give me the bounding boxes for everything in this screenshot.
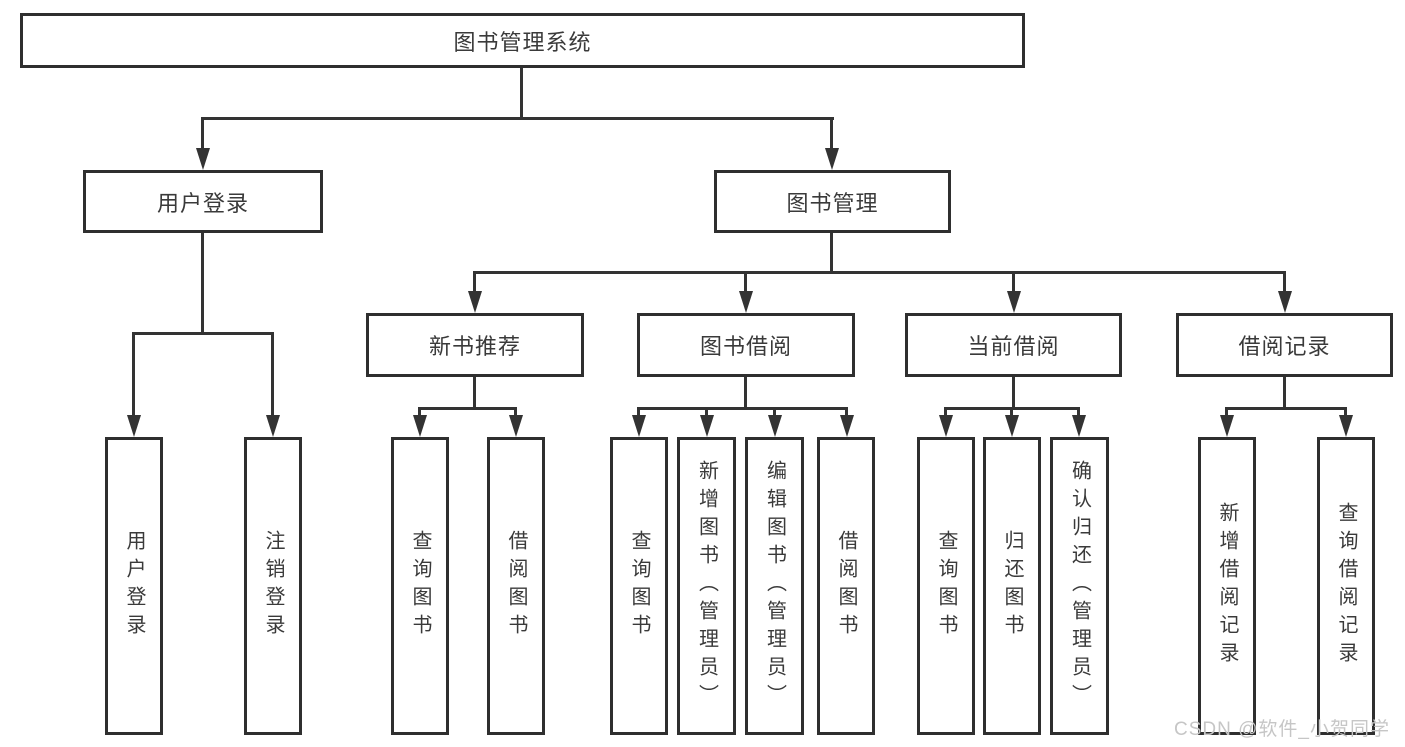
- leaf-query-books-current: 查询图书: [917, 437, 975, 735]
- node-label: 当前借阅: [967, 334, 1060, 359]
- node-label: 注销登录: [262, 530, 284, 642]
- connector-vline: [473, 377, 476, 410]
- leaf-borrow-books: 借阅图书: [817, 437, 875, 735]
- node-label: 确认归还（管理员）: [1068, 460, 1091, 712]
- connector-vline: [132, 332, 135, 421]
- node-new-book-recommend: 新书推荐: [366, 313, 584, 377]
- leaf-edit-books-admin: 编辑图书（管理员）: [745, 437, 804, 735]
- connector-vline: [845, 407, 848, 421]
- node-label: 查询借阅记录: [1335, 502, 1357, 670]
- csdn-watermark: CSDN @软件_小贺同学: [1174, 719, 1390, 740]
- node-label: 用户登录: [123, 530, 145, 642]
- node-label: 用户登录: [156, 190, 249, 216]
- connector-hline: [637, 407, 848, 410]
- node-label: 新增图书（管理员）: [695, 460, 718, 712]
- leaf-logout: 注销登录: [244, 437, 302, 735]
- connector-hline: [1225, 407, 1347, 410]
- leaf-confirm-return-admin: 确认归还（管理员）: [1050, 437, 1109, 735]
- arrow-down-icon: [1220, 415, 1234, 437]
- arrow-down-icon: [509, 415, 523, 437]
- node-label: 图书管理系统: [453, 29, 592, 55]
- node-label: 图书管理: [786, 190, 879, 216]
- node-label: 借阅记录: [1238, 334, 1331, 359]
- node-label: 新增借阅记录: [1216, 502, 1238, 670]
- connector-vline: [473, 271, 476, 297]
- connector-vline: [1077, 407, 1080, 421]
- connector-vline: [520, 68, 523, 118]
- connector-vline: [1344, 407, 1347, 421]
- leaf-add-borrow-record: 新增借阅记录: [1198, 437, 1256, 735]
- node-user-login: 用户登录: [83, 170, 323, 233]
- arrow-down-icon: [127, 415, 141, 437]
- connector-vline: [744, 271, 747, 297]
- arrow-down-icon: [632, 415, 646, 437]
- leaf-user-login: 用户登录: [105, 437, 163, 735]
- connector-vline: [1283, 271, 1286, 297]
- arrow-down-icon: [768, 415, 782, 437]
- node-label: 查询图书: [409, 530, 431, 642]
- node-label: 借阅图书: [505, 530, 527, 642]
- arrow-down-icon: [413, 415, 427, 437]
- arrow-down-icon: [739, 291, 753, 313]
- connector-hline: [473, 271, 1286, 274]
- connector-vline: [744, 377, 747, 410]
- connector-vline: [637, 407, 640, 421]
- arrow-down-icon: [1072, 415, 1086, 437]
- node-library-system: 图书管理系统: [20, 13, 1025, 68]
- connector-vline: [201, 233, 204, 335]
- arrow-down-icon: [840, 415, 854, 437]
- arrow-down-icon: [1339, 415, 1353, 437]
- leaf-query-borrow-record: 查询借阅记录: [1317, 437, 1375, 735]
- arrow-down-icon: [939, 415, 953, 437]
- node-current-borrow: 当前借阅: [905, 313, 1122, 377]
- arrow-down-icon: [1005, 415, 1019, 437]
- node-label: 图书借阅: [699, 334, 792, 359]
- arrow-down-icon: [1007, 291, 1021, 313]
- connector-vline: [773, 407, 776, 421]
- connector-vline: [271, 332, 274, 421]
- node-label: 新书推荐: [428, 334, 521, 359]
- node-book-management: 图书管理: [714, 170, 951, 233]
- arrow-down-icon: [468, 291, 482, 313]
- connector-vline: [201, 117, 204, 154]
- connector-vline: [514, 407, 517, 421]
- leaf-query-books-borrow: 查询图书: [610, 437, 668, 735]
- connector-vline: [1012, 377, 1015, 410]
- connector-vline: [418, 407, 421, 421]
- connector-hline: [132, 332, 274, 335]
- connector-vline: [1010, 407, 1013, 421]
- connector-vline: [830, 117, 833, 154]
- arrow-down-icon: [825, 148, 839, 170]
- leaf-query-books-recommend: 查询图书: [391, 437, 449, 735]
- connector-hline: [201, 117, 834, 120]
- connector-vline: [830, 233, 833, 274]
- connector-vline: [1012, 271, 1015, 297]
- connector-vline: [1283, 377, 1286, 410]
- node-book-borrow: 图书借阅: [637, 313, 855, 377]
- connector-vline: [944, 407, 947, 421]
- node-label: 编辑图书（管理员）: [763, 460, 786, 712]
- leaf-add-books-admin: 新增图书（管理员）: [677, 437, 736, 735]
- connector-hline: [418, 407, 517, 410]
- node-label: 借阅图书: [835, 530, 857, 642]
- node-label: 查询图书: [628, 530, 650, 642]
- arrow-down-icon: [1278, 291, 1292, 313]
- leaf-borrow-books-recommend: 借阅图书: [487, 437, 545, 735]
- connector-vline: [1225, 407, 1228, 421]
- arrow-down-icon: [700, 415, 714, 437]
- connector-vline: [705, 407, 708, 421]
- arrow-down-icon: [266, 415, 280, 437]
- arrow-down-icon: [196, 148, 210, 170]
- leaf-return-books: 归还图书: [983, 437, 1041, 735]
- node-label: 归还图书: [1001, 530, 1023, 642]
- node-label: 查询图书: [935, 530, 957, 642]
- node-borrow-records: 借阅记录: [1176, 313, 1393, 377]
